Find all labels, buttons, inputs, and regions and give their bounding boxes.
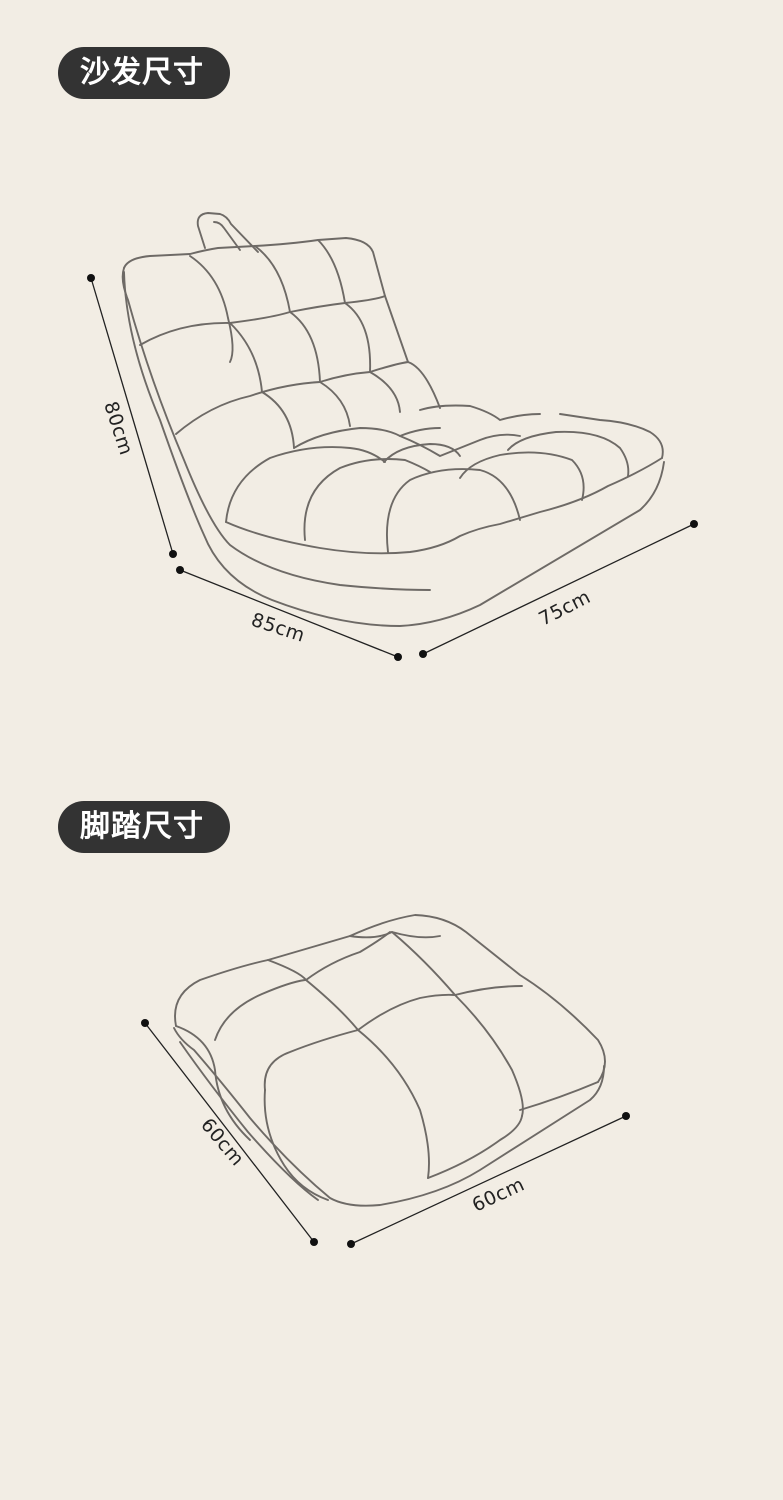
sofa-height-line — [90, 277, 174, 555]
sofa-width-end-left — [176, 566, 184, 574]
footrest-size-title: 脚踏尺寸 — [58, 801, 230, 853]
footrest-length-line — [350, 1115, 627, 1245]
footrest-dimensions: 60cm 60cm — [141, 1019, 630, 1248]
sofa-size-title: 沙发尺寸 — [58, 47, 230, 99]
footrest-length-end-left — [347, 1240, 355, 1248]
sofa-depth-end-left — [419, 650, 427, 658]
footrest-length-end-right — [622, 1112, 630, 1120]
sofa-height-end-top — [87, 274, 95, 282]
sofa-height-end-bottom — [169, 550, 177, 558]
sofa-dimensions: 80cm 85cm 75cm — [87, 274, 698, 661]
sofa-width-end-right — [394, 653, 402, 661]
sofa-height-label: 80cm — [99, 399, 137, 458]
sofa-outline — [121, 212, 665, 627]
sofa-depth-end-right — [690, 520, 698, 528]
sofa-width-label: 85cm — [248, 609, 307, 647]
footrest-side-end-top — [141, 1019, 149, 1027]
footrest-side-line — [144, 1022, 315, 1243]
sofa-depth-label: 75cm — [535, 586, 594, 631]
footrest-side-label: 60cm — [196, 1114, 248, 1170]
footrest-outline — [173, 914, 606, 1207]
sofa-width-line — [179, 569, 399, 658]
footrest-side-end-bottom — [310, 1238, 318, 1246]
footrest-length-label: 60cm — [469, 1173, 528, 1216]
sofa-diagram: 80cm 85cm 75cm — [87, 212, 698, 661]
sofa-depth-line — [422, 523, 695, 655]
